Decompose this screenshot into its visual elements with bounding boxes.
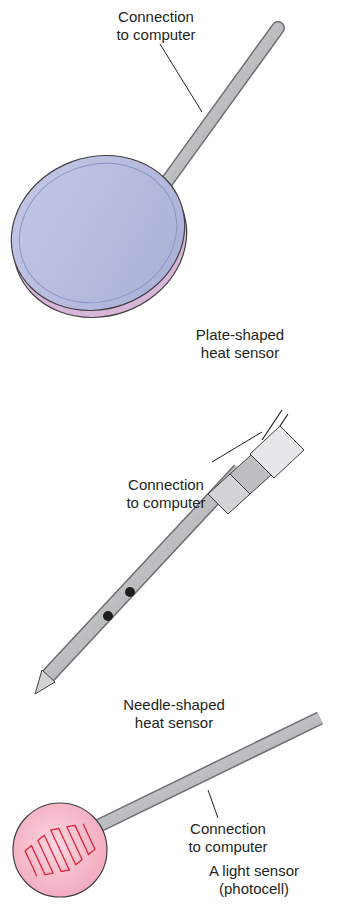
part-name: Plate-shaped heat sensor (190, 326, 290, 362)
cable-label: Connection to computer (110, 8, 202, 44)
part-name: A light sensor (photocell) (200, 862, 308, 898)
plate-sensor (0, 28, 278, 342)
needle-sensor (35, 410, 304, 694)
light-sensor (13, 718, 320, 897)
part-name: Needle-shaped heat sensor (118, 696, 230, 732)
cable-label: Connection to computer (182, 820, 274, 856)
cable-label: Connection to computer (120, 476, 212, 512)
